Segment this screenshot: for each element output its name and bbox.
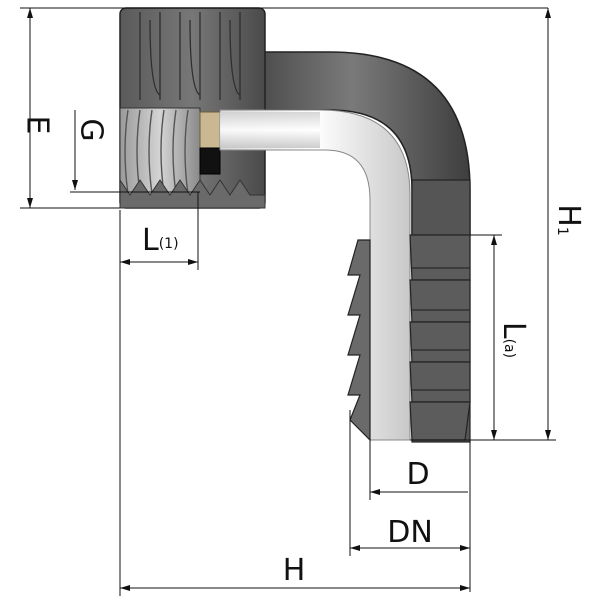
hose-barbs: [409, 234, 471, 441]
left-barb-profile: [347, 239, 371, 442]
label-D: D: [406, 457, 429, 492]
label-H1: H1: [552, 204, 587, 235]
washer: [199, 111, 221, 149]
barb-ridges: [412, 267, 470, 391]
dimension-labels: E G L(1) L(a) H1 D DN H: [20, 116, 587, 588]
label-H: H: [283, 553, 306, 588]
dimension-lines: [20, 7, 556, 596]
nut-ribs: [139, 12, 241, 100]
label-La: L(a): [497, 322, 532, 358]
label-G: G: [74, 118, 109, 141]
seal: [199, 147, 221, 175]
elbow-fitting: [119, 7, 471, 443]
bore-horizontal: [220, 112, 320, 148]
label-E: E: [20, 116, 55, 135]
label-DN: DN: [387, 515, 433, 550]
label-L1: L(1): [142, 223, 179, 258]
